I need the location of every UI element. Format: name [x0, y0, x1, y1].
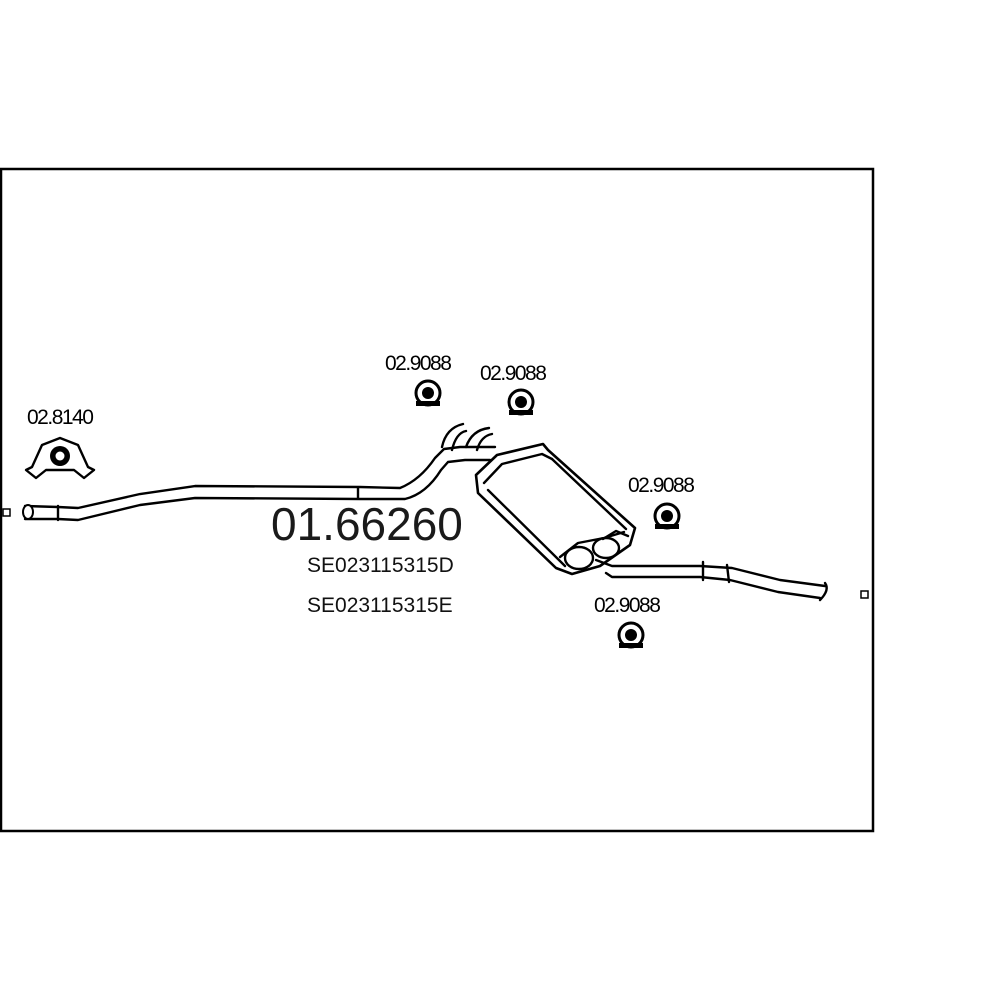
accessory-code: 02.9088: [480, 362, 546, 385]
oe-reference: SE023115315E: [307, 594, 453, 617]
clamp-icon: [24, 436, 96, 480]
rubber-hanger-icon: [617, 621, 645, 649]
diagram-frame: [0, 167, 875, 833]
accessory-code: 02.9088: [594, 594, 660, 617]
rubber-hanger-icon: [653, 502, 681, 530]
part-number: 01.66260: [271, 498, 463, 550]
rubber-hanger-icon: [414, 379, 442, 407]
tail-pipe: [594, 558, 828, 602]
right-connection-marker: [860, 590, 869, 599]
oe-reference: SE023115315D: [307, 554, 454, 577]
front-pipe: [22, 422, 497, 522]
accessory-code: 02.9088: [385, 352, 451, 375]
accessory-code: 02.9088: [628, 474, 694, 497]
left-connection-marker: [2, 508, 11, 517]
accessory-code: 02.8140: [27, 406, 93, 429]
rubber-hanger-icon: [507, 388, 535, 416]
rear-silencer: [474, 442, 637, 576]
